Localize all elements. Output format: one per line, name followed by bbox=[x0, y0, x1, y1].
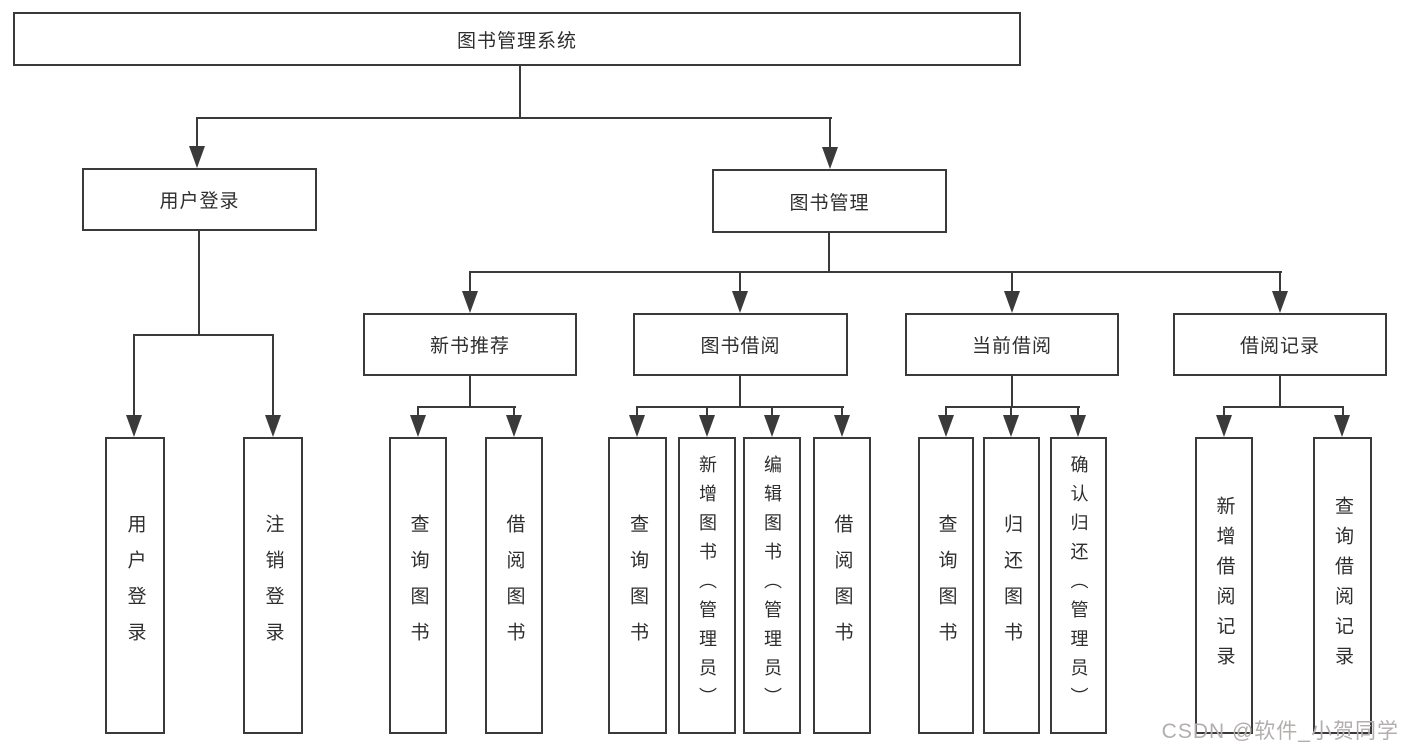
connector-line bbox=[1011, 271, 1013, 294]
arrowhead-down bbox=[265, 415, 281, 437]
connector-line bbox=[636, 406, 638, 418]
node-book-borrow: 图书借阅 bbox=[633, 313, 848, 376]
arrowhead-down bbox=[822, 147, 838, 169]
connector-line bbox=[469, 376, 471, 408]
connector-line bbox=[1011, 376, 1013, 408]
leaf-borrow-book-recommend: 借阅图书 bbox=[485, 437, 543, 734]
connector-line bbox=[469, 271, 1282, 273]
node-user-login: 用户登录 bbox=[82, 168, 317, 231]
connector-line bbox=[1279, 376, 1281, 408]
connector-line bbox=[945, 406, 1080, 408]
leaf-query-book-recommend: 查询图书 bbox=[389, 437, 447, 734]
leaf-edit-book-admin: 编辑图书（管理员） bbox=[743, 437, 801, 734]
connector-line bbox=[739, 376, 741, 408]
connector-line bbox=[1010, 406, 1012, 418]
connector-line bbox=[739, 271, 741, 294]
arrowhead-down bbox=[462, 291, 478, 313]
node-current-borrow: 当前借阅 bbox=[905, 313, 1119, 376]
arrowhead-down bbox=[764, 415, 780, 437]
node-root: 图书管理系统 bbox=[13, 12, 1021, 66]
arrowhead-down bbox=[126, 415, 142, 437]
connector-line bbox=[1077, 406, 1079, 418]
arrowhead-down bbox=[410, 415, 426, 437]
connector-line bbox=[1342, 406, 1344, 418]
leaf-query-book-borrow: 查询图书 bbox=[608, 437, 667, 734]
connector-line bbox=[1223, 406, 1344, 408]
arrowhead-down bbox=[1216, 415, 1232, 437]
connector-line bbox=[196, 117, 198, 150]
arrowhead-down bbox=[834, 415, 850, 437]
connector-line bbox=[636, 406, 844, 408]
leaf-query-borrow-record: 查询借阅记录 bbox=[1313, 437, 1372, 734]
leaf-confirm-return-admin: 确认归还（管理员） bbox=[1050, 437, 1107, 734]
leaf-add-borrow-record: 新增借阅记录 bbox=[1195, 437, 1253, 734]
connector-line bbox=[417, 406, 516, 408]
arrowhead-down bbox=[1004, 291, 1020, 313]
connector-line bbox=[196, 117, 832, 119]
arrowhead-down bbox=[1334, 415, 1350, 437]
connector-line bbox=[519, 64, 521, 119]
connector-line bbox=[945, 406, 947, 418]
connector-line bbox=[417, 406, 419, 418]
connector-line bbox=[272, 334, 274, 418]
leaf-return-book: 归还图书 bbox=[983, 437, 1040, 734]
connector-line bbox=[133, 334, 135, 418]
node-book-management: 图书管理 bbox=[712, 169, 947, 233]
arrowhead-down bbox=[629, 415, 645, 437]
connector-line bbox=[771, 406, 773, 418]
connector-line bbox=[841, 406, 843, 418]
arrowhead-down bbox=[699, 415, 715, 437]
leaf-user-login: 用户登录 bbox=[105, 437, 165, 734]
leaf-borrow-book: 借阅图书 bbox=[813, 437, 871, 734]
arrowhead-down bbox=[1272, 291, 1288, 313]
node-borrow-records: 借阅记录 bbox=[1173, 313, 1387, 376]
arrowhead-down bbox=[938, 415, 954, 437]
leaf-logout-login: 注销登录 bbox=[243, 437, 303, 734]
node-new-book-recommend: 新书推荐 bbox=[363, 313, 577, 376]
connector-line bbox=[469, 271, 471, 294]
arrowhead-down bbox=[506, 415, 522, 437]
connector-line bbox=[829, 117, 831, 151]
connector-line bbox=[1223, 406, 1225, 418]
connector-line bbox=[198, 231, 200, 336]
connector-line bbox=[1279, 271, 1281, 294]
arrowhead-down bbox=[1070, 415, 1086, 437]
arrowhead-down bbox=[1003, 415, 1019, 437]
arrowhead-down bbox=[189, 146, 205, 168]
connector-line bbox=[133, 334, 274, 336]
connector-line bbox=[513, 406, 515, 418]
connector-line bbox=[828, 233, 830, 273]
leaf-add-book-admin: 新增图书（管理员） bbox=[678, 437, 736, 734]
leaf-query-book-current: 查询图书 bbox=[918, 437, 974, 734]
arrowhead-down bbox=[732, 291, 748, 313]
watermark: CSDN @软件_小贺同学 bbox=[1161, 720, 1399, 743]
connector-line bbox=[706, 406, 708, 418]
